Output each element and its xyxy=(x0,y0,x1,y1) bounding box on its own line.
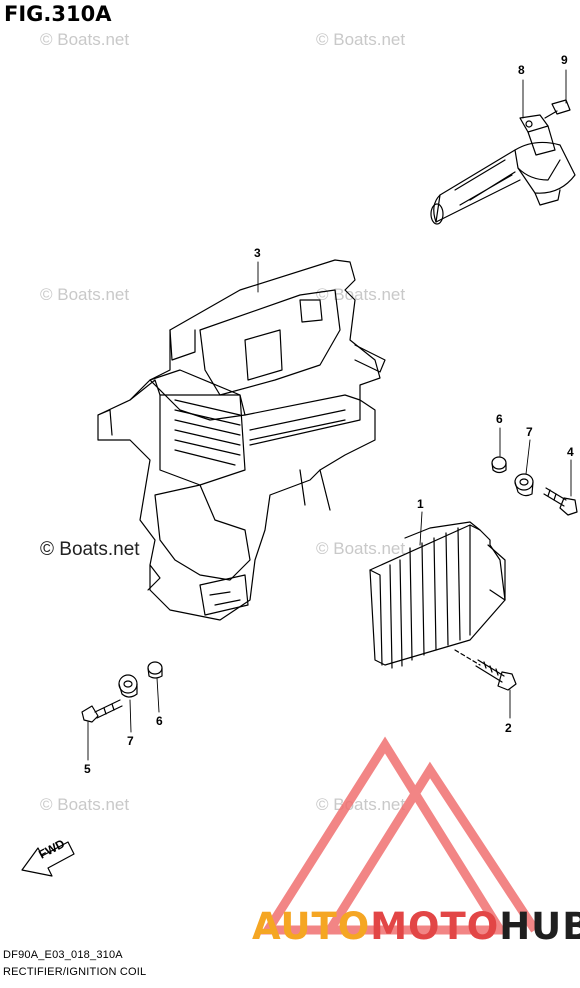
callout-9: 9 xyxy=(561,53,568,67)
grommet-upper xyxy=(514,473,534,497)
bolt-2 xyxy=(475,659,517,691)
callout-2: 2 xyxy=(505,721,512,735)
callout-5: 5 xyxy=(84,762,91,776)
callout-3: 3 xyxy=(254,246,261,260)
fwd-arrow xyxy=(21,841,75,877)
callout-8: 8 xyxy=(518,63,525,77)
callout-1: 1 xyxy=(417,497,424,511)
figure-caption: RECTIFIER/IGNITION COIL xyxy=(3,966,147,978)
watermark: © Boats.net xyxy=(316,285,406,304)
watermark: © Boats.net xyxy=(40,795,130,814)
grommet-lower xyxy=(118,674,138,698)
callout-4: 4 xyxy=(567,445,574,459)
collar-upper xyxy=(491,456,507,474)
rectifier xyxy=(369,521,506,669)
model-code: DF90A_E03_018_310A xyxy=(3,949,123,961)
collar-lower xyxy=(147,661,163,679)
logo-part-hub: HUB xyxy=(499,905,580,948)
watermark: © Boats.net xyxy=(40,285,130,304)
logo-part-auto: AUTO xyxy=(252,905,371,948)
watermark: © Boats.net xyxy=(316,539,406,558)
watermark: © Boats.net xyxy=(40,30,130,49)
figure-title: FIG.310A xyxy=(4,2,112,26)
watermark: © Boats.net xyxy=(316,795,406,814)
logo-part-moto: MOTO xyxy=(370,905,500,948)
watermark: © Boats.net xyxy=(316,30,406,49)
autohub-wordmark: AUTOMOTOHUB xyxy=(252,905,580,948)
callout-6-lower: 6 xyxy=(156,714,163,728)
bracket xyxy=(97,259,386,621)
leader-lines xyxy=(87,69,572,761)
callout-6-upper: 6 xyxy=(496,412,503,426)
bolt-5 xyxy=(81,699,123,723)
callout-7-upper: 7 xyxy=(526,425,533,439)
bolt-4 xyxy=(543,487,578,516)
ignition-coil xyxy=(430,99,576,225)
callout-7-lower: 7 xyxy=(127,734,134,748)
watermark-dark: © Boats.net xyxy=(40,539,140,560)
